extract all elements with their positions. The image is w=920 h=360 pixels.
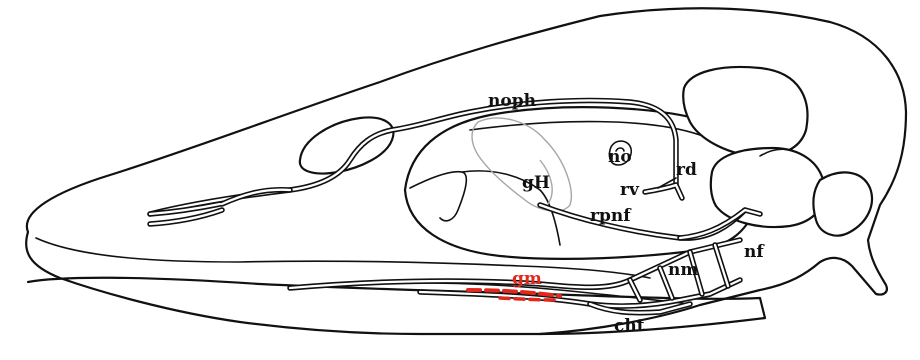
- label-rpnf: rpnf: [590, 206, 632, 226]
- label-noph: noph: [488, 91, 536, 111]
- label-gH: gH: [522, 173, 550, 193]
- cranial-lobe-lower: [711, 148, 825, 227]
- label-rv: rv: [620, 180, 640, 200]
- label-nm: nm: [668, 260, 698, 280]
- orbit-inner-arc: [470, 122, 700, 135]
- label-cht: cht: [614, 316, 645, 336]
- label-rd: rd: [676, 160, 697, 180]
- nerve-rpnf-core: [540, 205, 745, 238]
- label-no: no: [608, 147, 632, 167]
- harderian-gland-outline: [472, 118, 571, 211]
- quadrate-jugal-outline: [410, 172, 466, 221]
- label-gm: gm: [512, 269, 542, 289]
- cranial-lobe-upper: [683, 67, 807, 156]
- occipital-process: [813, 172, 872, 235]
- label-nf: nf: [744, 242, 765, 262]
- nerve-noph-main: [150, 100, 676, 214]
